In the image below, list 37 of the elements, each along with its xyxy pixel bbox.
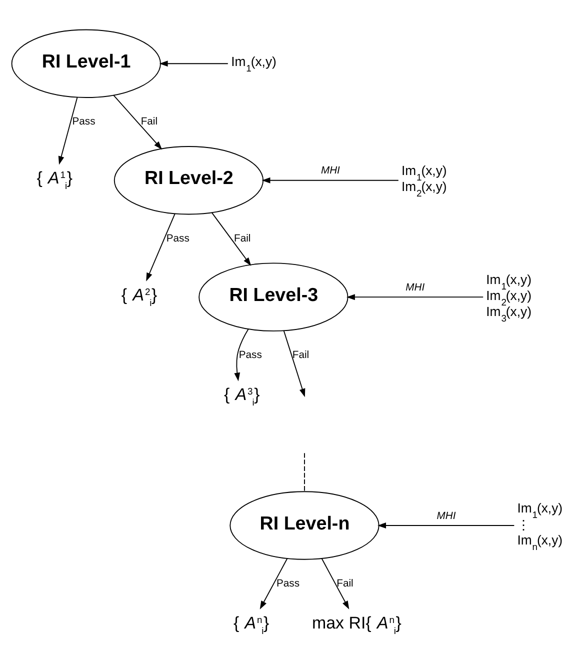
- arrow: [378, 522, 515, 528]
- edge-label: MHI: [406, 282, 425, 293]
- node-text: Im$_{1}$(x,y) Im$_{2}$(x,y) Im$_{3}$(x,y): [486, 272, 532, 324]
- node-ellipse: RI Level-3: [198, 262, 348, 331]
- edge-label: Pass: [276, 578, 300, 590]
- arrow: [113, 94, 162, 150]
- edge-label: MHI: [320, 165, 340, 176]
- node-ellipse: RI Level-2: [114, 146, 264, 214]
- node-text: Im$_{1}$(x,y) ⋮ Im$_{n}$(x,y): [517, 500, 563, 552]
- connector: [304, 452, 305, 492]
- arrow: [321, 558, 350, 609]
- node-text: { A$^{1}$$_{i}$}: [36, 168, 73, 191]
- edge-label: Fail: [292, 350, 310, 361]
- edge-label: Fail: [234, 232, 251, 244]
- node-text: { A$^{n}$$_{i}$}: [233, 612, 270, 636]
- arrow: [262, 176, 399, 183]
- node-text: max RI{ A$^{n}$$_{i}$}: [312, 612, 402, 636]
- edge-label: Fail: [140, 116, 158, 128]
- arrow: [260, 558, 288, 609]
- edge-label: Pass: [72, 116, 96, 128]
- node-text: Im$_{1}$(x,y): [231, 54, 276, 74]
- arrow: [346, 294, 484, 300]
- edge-label: MHI: [436, 510, 456, 522]
- arrow: [234, 328, 249, 381]
- arrow: [283, 330, 306, 397]
- edge-label: Pass: [238, 350, 262, 361]
- node-text: { A$^{3}$$_{i}$}: [224, 384, 260, 408]
- node-ellipse: RI Level-1: [11, 28, 161, 98]
- node-text: Im$_{1}$(x,y) Im$_{2}$(x,y): [401, 162, 447, 198]
- edge-label: Pass: [166, 232, 190, 244]
- arrow: [159, 60, 228, 66]
- edge-label: Fail: [336, 578, 354, 590]
- arrow: [146, 212, 176, 281]
- node-ellipse: RI Level-n: [230, 490, 380, 560]
- arrow: [211, 212, 252, 266]
- arrow: [58, 96, 78, 164]
- node-text: { A$^{2}$$_{i}$}: [121, 284, 158, 308]
